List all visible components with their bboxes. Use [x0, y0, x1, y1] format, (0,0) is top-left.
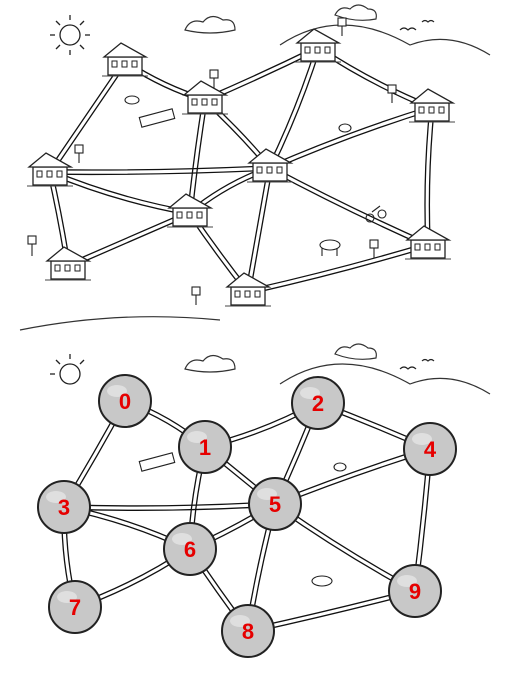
animal-icon [311, 462, 347, 587]
node-label: 1 [199, 435, 211, 460]
village-houses [27, 28, 456, 307]
animal-icon [124, 95, 352, 256]
node-label: 4 [424, 437, 437, 462]
road-8-9 [246, 242, 429, 291]
road-1-2 [203, 45, 318, 99]
node-label: 8 [242, 619, 254, 644]
road-6-7 [66, 210, 190, 265]
node-highlight [412, 433, 432, 445]
node-label: 5 [269, 492, 281, 517]
graph-node-8: 8 [221, 604, 275, 658]
node-highlight [257, 488, 277, 500]
hills [279, 363, 491, 395]
house-9-icon [405, 225, 452, 260]
graph-node-5: 5 [248, 477, 302, 531]
road-8-9 [247, 246, 430, 295]
graph-edges [61, 398, 433, 634]
edge-3-5 [63, 501, 276, 507]
node-highlight [187, 431, 207, 443]
house-8-icon [225, 272, 272, 307]
node-highlight [172, 533, 192, 545]
tram-icon [138, 452, 176, 472]
node-label: 6 [184, 537, 196, 562]
graph-node-0: 0 [98, 374, 152, 428]
house-7-icon [45, 246, 92, 281]
numbered-graph-panel: 0 1 2 3 4 5 6 7 8 9 [0, 339, 526, 678]
tram-icon [138, 108, 176, 128]
birds-icon [399, 19, 435, 31]
village-map-svg [19, 4, 491, 331]
road-5-8 [245, 166, 269, 293]
node-label: 7 [69, 595, 81, 620]
numbered-graph-svg: 0 1 2 3 4 5 6 7 8 9 [37, 343, 491, 658]
village-map-panel [19, 4, 491, 331]
node-highlight [46, 491, 66, 503]
cyclist-icon [365, 205, 387, 223]
birds-icon [399, 358, 435, 370]
graph-node-4: 4 [403, 422, 457, 476]
graph-node-9: 9 [388, 564, 442, 618]
node-highlight [230, 615, 250, 627]
road-0-3 [47, 60, 124, 172]
sun-icon [50, 354, 85, 385]
house-0-icon [102, 42, 149, 77]
house-1-icon [182, 80, 229, 115]
node-highlight [57, 591, 77, 603]
road-4-9 [428, 107, 435, 246]
mailbox-icon [27, 17, 397, 305]
node-label: 9 [409, 579, 421, 604]
house-2-icon [295, 28, 342, 63]
node-highlight [397, 575, 417, 587]
road-2-5 [271, 48, 321, 170]
road-3-6 [49, 169, 192, 212]
graph-node-1: 1 [178, 420, 232, 474]
road-4-5 [268, 105, 432, 167]
road-5-9 [270, 165, 430, 244]
node-label: 0 [119, 389, 131, 414]
node-label: 2 [312, 391, 324, 416]
node-highlight [107, 385, 127, 397]
road-3-5 [49, 169, 271, 176]
edge-3-5 [63, 505, 276, 511]
house-3-icon [27, 152, 74, 187]
graph-node-6: 6 [163, 522, 217, 576]
graph-node-3: 3 [37, 480, 91, 534]
house-5-icon [247, 148, 294, 183]
graph-node-7: 7 [48, 580, 102, 634]
cloud-icon [184, 4, 377, 34]
road-0-3 [51, 62, 128, 174]
road-5-8 [249, 167, 273, 294]
graph-nodes: 0 1 2 3 4 5 6 7 8 9 [37, 374, 457, 658]
graph-node-2: 2 [291, 376, 345, 430]
cloud-icon [184, 343, 377, 373]
node-label: 3 [58, 495, 70, 520]
house-6-icon [167, 193, 214, 228]
road-3-5 [49, 165, 271, 171]
node-highlight [300, 387, 320, 399]
village-roads [47, 45, 435, 295]
sun-icon [50, 15, 90, 55]
road-2-4 [318, 45, 434, 107]
house-4-icon [409, 88, 456, 123]
